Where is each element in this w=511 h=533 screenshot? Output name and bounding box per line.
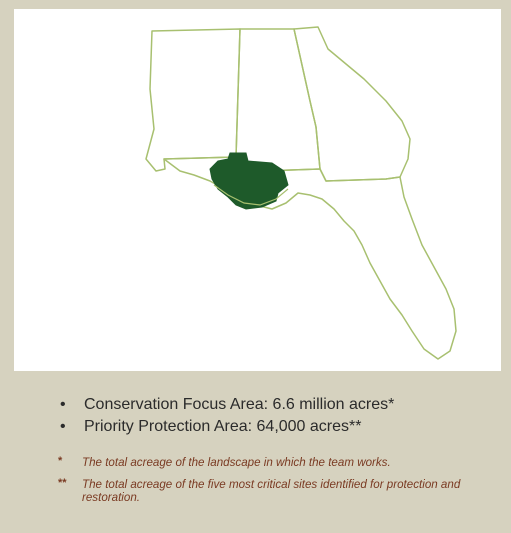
footnote-mark: *: [58, 455, 63, 467]
stats-list: Conservation Focus Area: 6.6 million acr…: [58, 394, 394, 438]
region-map: [145, 26, 457, 360]
footnote-1: * The total acreage of the landscape in …: [58, 455, 488, 469]
footnote-2: ** The total acreage of the five most cr…: [58, 477, 488, 504]
footnotes: * The total acreage of the landscape in …: [58, 455, 488, 513]
bullet-priority-protection: Priority Protection Area: 64,000 acres**: [58, 416, 394, 438]
footnote-text: The total acreage of the landscape in wh…: [82, 456, 391, 469]
conservation-focus-area: [209, 152, 289, 210]
footnote-text: The total acreage of the five most criti…: [82, 478, 461, 504]
state-outline-florida: [163, 156, 457, 360]
focus-area-coastline: [213, 184, 289, 206]
bullet-conservation-focus: Conservation Focus Area: 6.6 million acr…: [58, 394, 394, 416]
state-outline-georgia: [293, 26, 411, 182]
state-outline-mississippi: [145, 28, 241, 172]
map-panel: [14, 9, 501, 371]
footnote-mark: **: [58, 477, 67, 489]
